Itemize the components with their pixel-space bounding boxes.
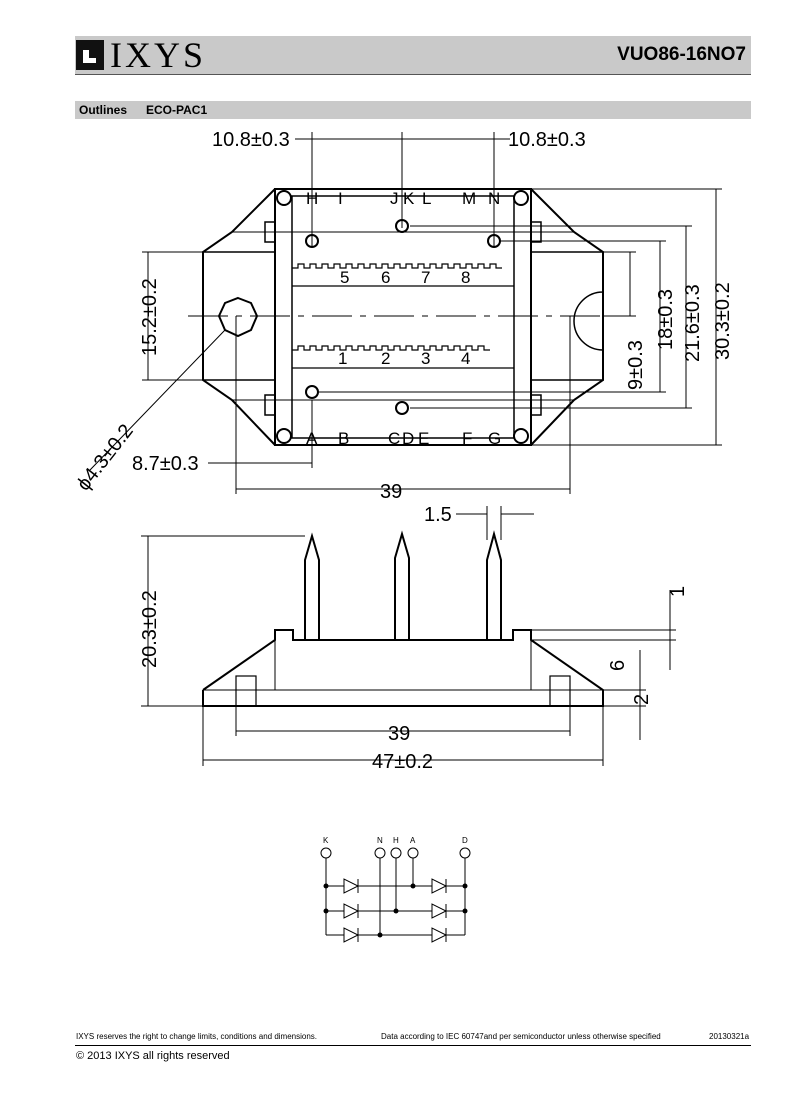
side-view: [141, 506, 676, 766]
header-bar: [75, 36, 751, 75]
mounting-hole: [217, 296, 259, 338]
schematic: [320, 847, 471, 943]
package-name: ECO-PAC1: [146, 103, 208, 117]
pin-label: C: [388, 429, 400, 448]
chip-number: 3: [421, 349, 430, 368]
footer-doc-code: 20130321a: [709, 1032, 750, 1041]
logo-text: IXYS: [110, 35, 207, 75]
pin-label: D: [402, 429, 414, 448]
dim-18: 18±0.3: [655, 289, 677, 350]
copyright: © 2013 IXYS all rights reserved: [76, 1050, 230, 1062]
pin-label: A: [306, 429, 318, 448]
chip-number: 7: [421, 268, 430, 287]
dim-side-height: 20.3±0.2: [139, 590, 161, 668]
pin-circle: [513, 190, 529, 206]
chip-number: 1: [338, 349, 347, 368]
dim-6: 6: [607, 660, 629, 671]
footer-data-note: Data according to IEC 60747and per semic…: [381, 1032, 661, 1041]
dim-9: 9±0.3: [625, 340, 647, 390]
pin-label: B: [338, 429, 349, 448]
terminal-label: A: [410, 836, 416, 845]
part-number: VUO86-16NO7: [617, 44, 746, 65]
dim-width-39: 39: [380, 481, 402, 503]
dim-21-6: 21.6±0.3: [682, 284, 704, 362]
footer-disclaimer: IXYS reserves the right to change limits…: [76, 1032, 318, 1041]
pin-circle: [276, 190, 292, 206]
pin-label: M: [462, 189, 476, 208]
module-body: [274, 188, 532, 446]
pin-label: H: [306, 189, 318, 208]
pin-label: L: [422, 189, 431, 208]
side-body: [202, 629, 604, 707]
chip-number: 6: [381, 268, 390, 287]
chip-number: 8: [461, 268, 470, 287]
dim-8-7: 8.7±0.3: [132, 453, 199, 475]
footer-divider: [75, 1045, 751, 1046]
section-label: Outlines: [79, 103, 128, 117]
logo-mark-icon: [76, 40, 104, 70]
pin-label: J: [390, 189, 399, 208]
chip-number: 2: [381, 349, 390, 368]
inner-frame: [291, 195, 515, 439]
top-view: [89, 132, 722, 494]
pin-label: I: [338, 189, 343, 208]
dim-15-2: 15.2±0.2: [139, 278, 161, 356]
dim-height-outer: 30.3±0.2: [712, 282, 734, 360]
dim-2: 2: [631, 694, 653, 705]
chip-number: 4: [461, 349, 470, 368]
dim-47: 47±0.2: [372, 751, 433, 773]
right-mount-slot: [531, 251, 604, 381]
left-flange: [202, 188, 276, 446]
pin-label: G: [488, 429, 501, 448]
chip-number: 5: [340, 268, 349, 287]
dim-right-spacing: 10.8±0.3: [508, 129, 586, 151]
terminal-label: N: [377, 836, 383, 845]
pin-label: N: [488, 189, 500, 208]
dim-1: 1: [667, 586, 689, 597]
dim-pin-width: 1.5: [424, 504, 452, 526]
dim-side-39: 39: [388, 723, 410, 745]
pin-label: E: [418, 429, 429, 448]
terminal-label: D: [462, 836, 468, 845]
section-bar: Outlines ECO-PAC1: [75, 101, 751, 119]
pin-circle: [276, 428, 292, 444]
pin-label: K: [403, 189, 415, 208]
right-flange: [530, 188, 604, 446]
terminal-label: K: [323, 836, 329, 845]
ixys-logo: IXYS: [76, 35, 207, 75]
dim-hole: ϕ4.3±0.2: [73, 420, 138, 495]
pin-label: F: [462, 429, 472, 448]
pin-circle: [513, 428, 529, 444]
dim-left-spacing: 10.8±0.3: [212, 129, 290, 151]
terminal-label: H: [393, 836, 399, 845]
